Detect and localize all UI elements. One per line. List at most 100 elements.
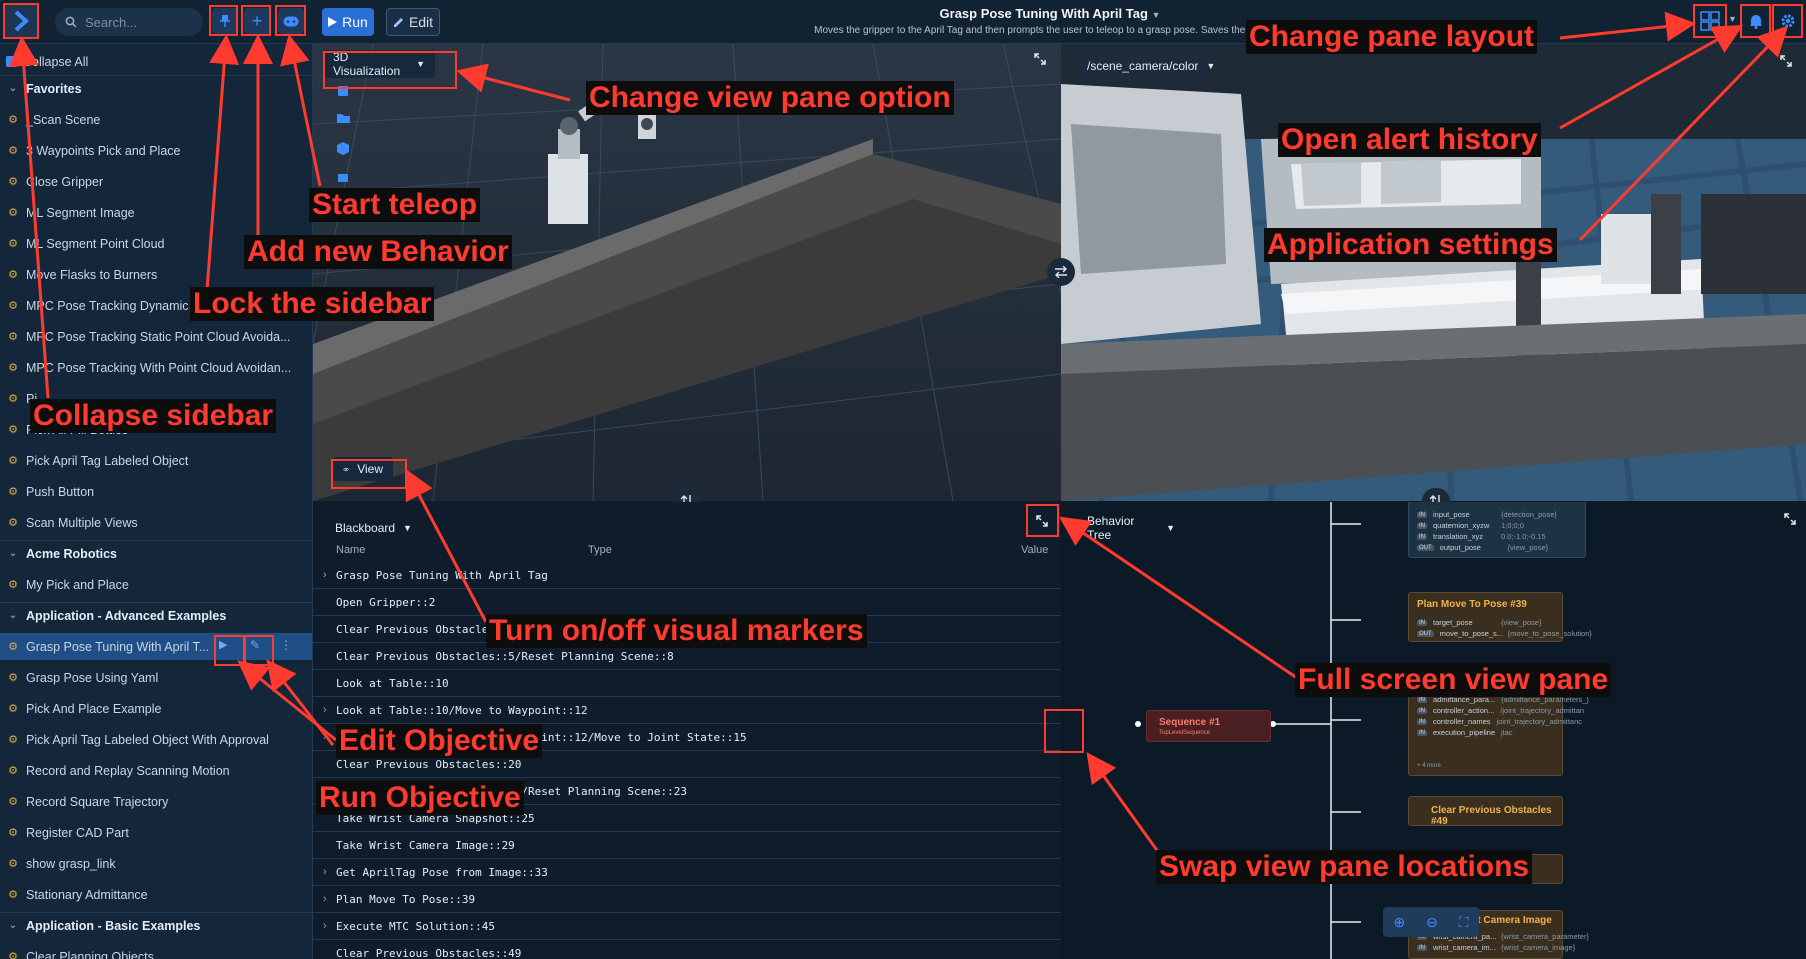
port-name: target_pose [1433, 618, 1473, 627]
chevron-right-icon[interactable]: › [323, 893, 327, 905]
zoom-out-icon[interactable]: ⊖ [1426, 913, 1438, 930]
blackboard-view-dropdown[interactable]: Blackboard ▼ [325, 514, 423, 542]
sidebar-objective-item[interactable]: ⚙Stationary Admittance [0, 881, 312, 908]
port-name: output_pose [1439, 543, 1481, 552]
lock-icon[interactable] [338, 174, 348, 182]
sidebar-objective-item[interactable]: ⚙Close Gripper [0, 168, 312, 195]
sidebar-objective-item[interactable]: ⚙Pi [0, 385, 312, 412]
callout-application-settings: Application settings [1264, 228, 1557, 262]
sidebar-objective-item[interactable]: ⚙MPC Pose Tracking With Point Cloud Avoi… [0, 354, 312, 381]
behavior-icon: ⚙ [8, 176, 18, 188]
column-value: Value [1021, 544, 1049, 556]
sidebar-objective-item[interactable]: ⚙MPC Pose Tracking Static Point Cloud Av… [0, 323, 312, 350]
fullscreen-button[interactable] [1779, 508, 1801, 530]
blackboard-row[interactable]: Clear Previous Obstacles::20 [313, 751, 1061, 778]
objective-label: show grasp_link [26, 856, 116, 871]
chevron-right-icon[interactable]: › [323, 920, 327, 932]
blackboard-row[interactable]: › Execute MTC Solution::45 [313, 913, 1061, 940]
kebab-icon[interactable]: ⋮ [280, 638, 292, 652]
layout-chevron-icon[interactable]: ▼ [1728, 14, 1737, 24]
sidebar-objective-item[interactable]: ⚙_Scan Scene [0, 106, 312, 133]
sidebar-group-header[interactable]: ⌄Application - Basic Examples [0, 912, 312, 939]
behavior-tree-view-dropdown[interactable]: Behavior Tree ▼ [1077, 514, 1185, 542]
port-value: {admittance_parameters_} [1501, 695, 1589, 704]
change-pane-layout-button[interactable] [1694, 6, 1726, 36]
fullscreen-button[interactable] [1775, 50, 1797, 72]
blackboard-row[interactable]: Clear Previous Obstacles::49 [313, 940, 1061, 959]
sidebar-objective-item[interactable]: ⚙show grasp_link [0, 850, 312, 877]
chevron-right-icon[interactable]: › [323, 704, 327, 716]
chevron-right-icon[interactable]: › [323, 569, 327, 581]
sidebar-objective-item[interactable]: ⚙My Pick and Place [0, 571, 312, 598]
swap-horizontal-top-button[interactable] [1047, 258, 1075, 286]
sidebar-objective-item[interactable]: ⚙Clear Planning Objects [0, 943, 312, 959]
collapse-all-button[interactable]: Collapse All [0, 48, 312, 75]
blackboard-row[interactable]: Clear Previous Obstacles::5/Reset Planni… [313, 643, 1061, 670]
sidebar-objective-item[interactable]: ⚙3 Waypoints Pick and Place [0, 137, 312, 164]
fullscreen-button[interactable] [1029, 48, 1051, 70]
sidebar-objective-item[interactable]: ⚙ML Segment Point Cloud [0, 230, 312, 257]
search-input[interactable]: Search... [55, 8, 203, 36]
run-button[interactable]: Run [322, 8, 374, 36]
chevron-right-icon[interactable]: › [323, 866, 327, 878]
start-teleop-button[interactable] [278, 8, 304, 34]
alert-history-button[interactable] [1742, 6, 1770, 36]
blackboard-row[interactable]: › Get AprilTag Pose from Image::33 [313, 859, 1061, 886]
blackboard-row[interactable]: ›Plan Move To Pose::39 [313, 886, 1061, 913]
node-title: Clear Previous Obstacles #49 [1431, 805, 1552, 827]
blackboard-row[interactable]: Look at Table::10 [313, 670, 1061, 697]
lock-sidebar-button[interactable] [212, 8, 238, 34]
port-value: 1;0;0;0 [1501, 521, 1524, 530]
view-pane-camera[interactable]: /scene_camera/color ▼ [1061, 44, 1806, 501]
blackboard-header: Name Type Value [313, 544, 1061, 562]
view-pane-3d-visualization[interactable]: 3D Visualization ▼ View [313, 44, 1061, 501]
objective-title[interactable]: Grasp Pose Tuning With April Tag ▼ [770, 6, 1330, 21]
sidebar-objective-item[interactable]: ⚙Pick And Place Example [0, 695, 312, 722]
camera-topic-dropdown[interactable]: /scene_camera/color ▼ [1077, 52, 1215, 80]
save-icon[interactable] [338, 86, 348, 96]
sidebar-objective-item[interactable]: ⚙Register CAD Part [0, 819, 312, 846]
sidebar-objective-item[interactable]: ⚙MPC Pose Tracking Dynamic [0, 292, 312, 319]
collapse-sidebar-button[interactable] [4, 4, 38, 38]
fullscreen-button[interactable] [1031, 510, 1053, 532]
sidebar-objective-item[interactable]: ⚙Pick April Tag Labeled Object [0, 447, 312, 474]
sidebar-objective-item[interactable]: ⚙Move Flasks to Burners [0, 261, 312, 288]
chevron-right-icon[interactable]: › [323, 731, 327, 743]
cube-icon[interactable] [337, 142, 349, 155]
blackboard-row-name: Get AprilTag Pose from Image::33 [336, 865, 548, 879]
bt-node-sequence[interactable]: Sequence #1 TopLevelSequence [1146, 710, 1271, 742]
add-behavior-button[interactable]: + [244, 8, 270, 34]
blackboard-row-name: Execute MTC Solution::45 [336, 919, 495, 933]
sidebar-objective-item[interactable]: ⚙Scan Multiple Views [0, 509, 312, 536]
bt-node-clear-previous-obstacles[interactable]: Clear Previous Obstacles #49 [1408, 796, 1563, 827]
sidebar-objective-item[interactable]: ⚙Pick April Tag Labeled Object With Appr… [0, 726, 312, 753]
run-objective-button[interactable]: ▶ [219, 639, 228, 651]
sidebar-group-header[interactable]: ⌄Acme Robotics [0, 540, 312, 567]
sidebar-objective-item[interactable]: ⚙Record Square Trajectory [0, 788, 312, 815]
sidebar-objective-item[interactable]: ⚙Record and Replay Scanning Motion [0, 757, 312, 784]
blackboard-row[interactable]: Open Gripper::2 [313, 589, 1061, 616]
folder-icon[interactable] [337, 114, 350, 123]
sidebar-group-header[interactable]: ⌄Application - Advanced Examples [0, 602, 312, 629]
edit-objective-button[interactable]: ✎ [250, 638, 261, 652]
visual-markers-toggle[interactable]: View [333, 457, 393, 481]
node-more[interactable]: + 4 more [1417, 763, 1441, 769]
edit-button[interactable]: Edit [386, 8, 440, 36]
application-settings-button[interactable] [1774, 6, 1802, 36]
sidebar-objective-item[interactable]: ⚙Push Button [0, 478, 312, 505]
blackboard-row[interactable]: Take Wrist Camera Image::29 [313, 832, 1061, 859]
blackboard-row[interactable]: ›Look at Table::10/Move to Waypoint::12 [313, 697, 1061, 724]
sidebar-objective-item[interactable]: ⚙Grasp Pose Tuning With April T...▶✎⋮ [0, 633, 312, 660]
sidebar-objective-item[interactable]: ⚙Grasp Pose Using Yaml [0, 664, 312, 691]
zoom-in-icon[interactable]: ⊕ [1393, 913, 1406, 930]
sidebar-group-header[interactable]: ⌄Favorites [0, 75, 312, 102]
sidebar-objective-item[interactable]: ⚙ML Segment Image [0, 199, 312, 226]
fit-screen-icon[interactable]: ⛶ [1458, 913, 1469, 930]
view-option-dropdown[interactable]: 3D Visualization ▼ [323, 50, 435, 78]
eye-icon [343, 467, 350, 471]
blackboard-row[interactable]: ›Grasp Pose Tuning With April Tag [313, 562, 1061, 589]
